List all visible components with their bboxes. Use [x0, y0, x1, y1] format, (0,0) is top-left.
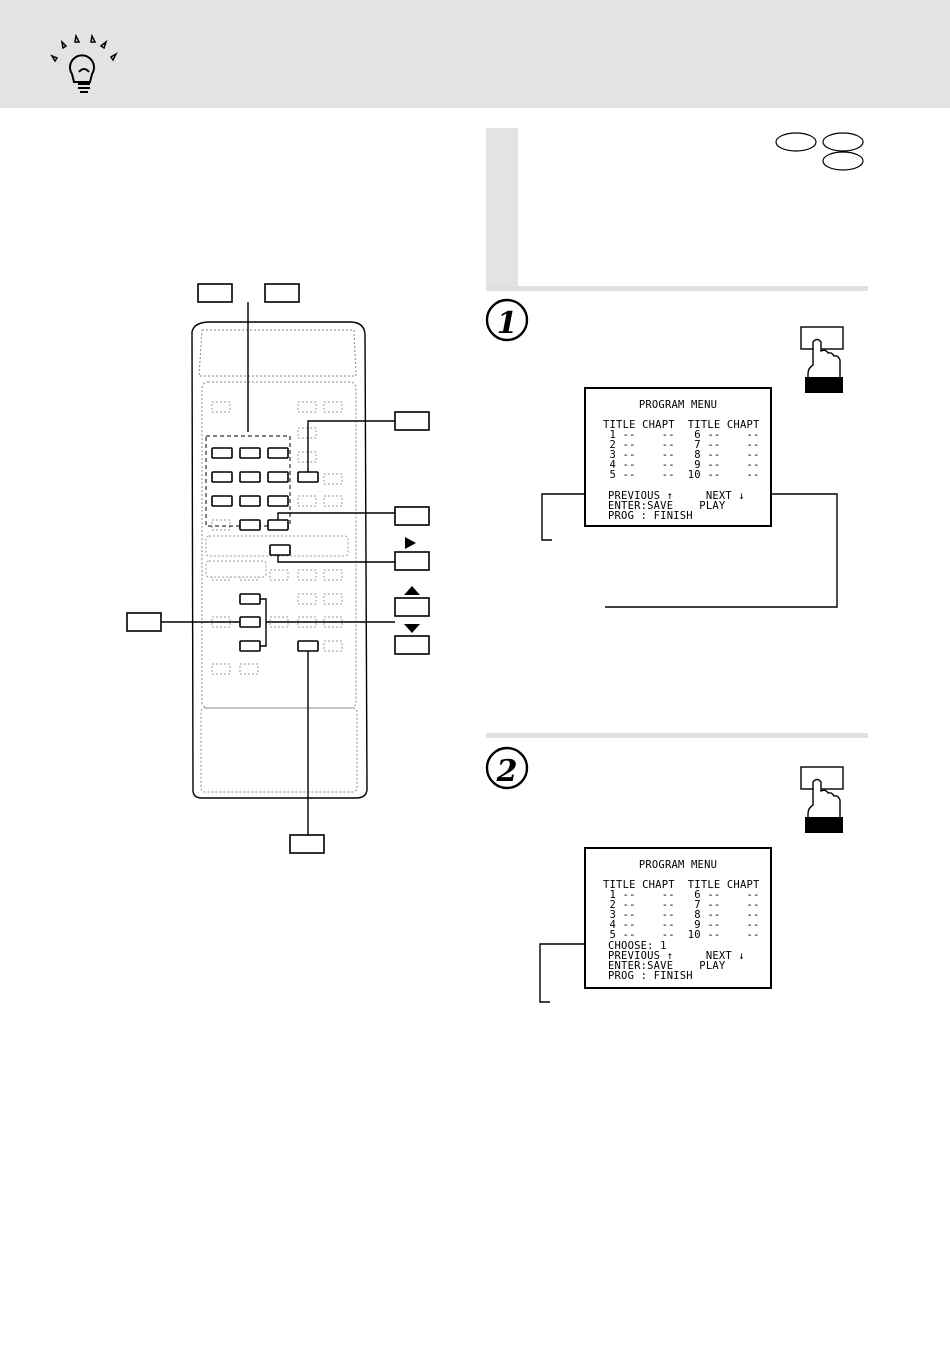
menu-enter-play: ENTER:SAVE PLAY	[608, 960, 726, 972]
remote-top-panel	[198, 329, 357, 377]
disc-format-marks	[775, 132, 864, 171]
svg-text:2: 2	[496, 754, 518, 789]
program-menu-screen-2: PROGRAM MENU TITLE CHAPT TITLE CHAPT 1 -…	[584, 847, 772, 989]
step-2-icon: 2	[485, 746, 529, 790]
menu-row: 1 -- -- 6 -- --	[603, 889, 760, 901]
menu-row: 1 -- -- 6 -- --	[603, 429, 760, 441]
hand-press-icon	[800, 766, 844, 833]
callout-boxes	[126, 283, 430, 854]
program-menu-screen-1: PROGRAM MENU TITLE CHAPT TITLE CHAPT 1 -…	[584, 387, 772, 527]
menu-choose: CHOOSE: 1	[608, 940, 667, 952]
callout-lines	[161, 302, 838, 1003]
menu-previous-next: PREVIOUS ↑ NEXT ↓	[608, 950, 745, 962]
menu-row: 2 -- -- 7 -- --	[603, 439, 760, 451]
menu-header-row: TITLE CHAPT TITLE CHAPT	[603, 419, 760, 431]
play-triangle-icon	[405, 537, 416, 549]
intro-panel	[518, 128, 868, 286]
menu-row: 4 -- -- 9 -- --	[603, 459, 760, 471]
header-band	[0, 0, 950, 108]
menu-prog-finish: PROG : FINISH	[608, 510, 693, 522]
hand-press-icon	[800, 326, 844, 393]
menu-title: PROGRAM MENU	[638, 859, 718, 871]
number-keys	[211, 447, 289, 531]
menu-row: 5 -- -- 10 -- --	[603, 469, 760, 481]
remote-body	[191, 321, 368, 799]
svg-text:1: 1	[497, 306, 518, 341]
step-1-icon: 1	[485, 298, 529, 342]
menu-previous-next: PREVIOUS ↑ NEXT ↓	[608, 490, 745, 502]
menu-title: PROGRAM MENU	[638, 399, 718, 411]
menu-row: 3 -- -- 8 -- --	[603, 449, 760, 461]
lightbulb-icon	[50, 34, 118, 93]
divider-middle	[486, 733, 868, 738]
menu-header-row: TITLE CHAPT TITLE CHAPT	[603, 879, 760, 891]
menu-row: 2 -- -- 7 -- --	[603, 899, 760, 911]
divider-top	[486, 286, 868, 291]
menu-row: 4 -- -- 9 -- --	[603, 919, 760, 931]
menu-row: 3 -- -- 8 -- --	[603, 909, 760, 921]
down-triangle-icon	[404, 624, 420, 633]
remote-bottom-panel	[200, 707, 358, 793]
number-keypad-frame	[205, 435, 291, 527]
menu-prog-finish: PROG : FINISH	[608, 970, 693, 982]
up-triangle-icon	[404, 586, 420, 595]
menu-row: 5 -- -- 10 -- --	[603, 929, 760, 941]
menu-enter-play: ENTER:SAVE PLAY	[608, 500, 726, 512]
